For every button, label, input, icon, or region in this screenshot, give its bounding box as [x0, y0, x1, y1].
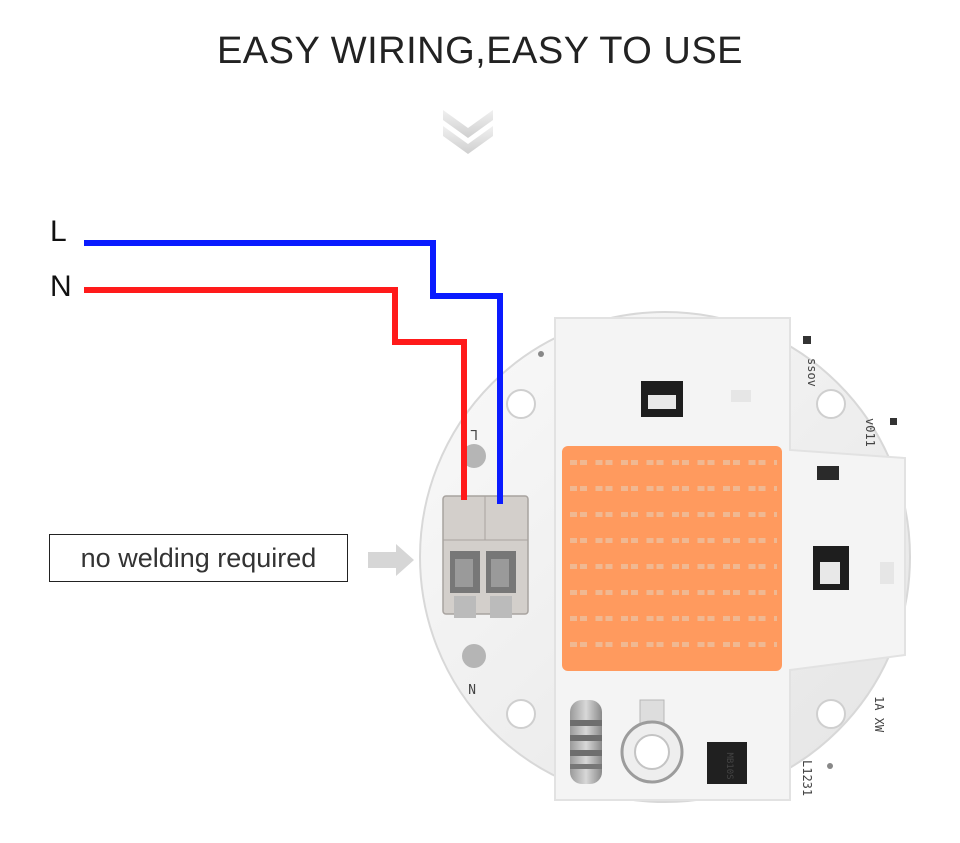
- silkscreen-mark: N: [468, 680, 476, 695]
- bridge-rectifier: MB10S: [707, 742, 747, 784]
- mount-hole: [506, 699, 536, 729]
- arrow-right-icon: [368, 544, 414, 576]
- silkscreen-code: 1A XW: [872, 696, 886, 733]
- live-wire: [84, 240, 503, 504]
- no-welding-callout: no welding required: [49, 534, 348, 582]
- silkscreen-code: ssov: [805, 358, 819, 387]
- svg-text:MB10S: MB10S: [724, 752, 734, 779]
- neutral-wire: [84, 287, 467, 500]
- solder-pad: [462, 444, 486, 468]
- live-wire-label: L: [50, 215, 67, 248]
- silkscreen-code: v011: [863, 418, 877, 447]
- solder-pad: [462, 644, 486, 668]
- terminal-block: [442, 495, 529, 618]
- page-title: EASY WIRING,EASY TO USE: [216, 30, 744, 72]
- neutral-wire-label: N: [50, 270, 72, 303]
- mount-hole: [816, 699, 846, 729]
- mount-hole: [506, 389, 536, 419]
- silkscreen-code: L1231: [800, 760, 814, 796]
- led-cob-board: MB10S ssov v011 1A XW L1231 L N: [419, 311, 911, 803]
- silkscreen-mark: L: [470, 426, 478, 441]
- chevron-down-icon: [443, 110, 493, 154]
- capacitor: [620, 699, 684, 784]
- resistor: [570, 700, 602, 784]
- mount-hole: [816, 389, 846, 419]
